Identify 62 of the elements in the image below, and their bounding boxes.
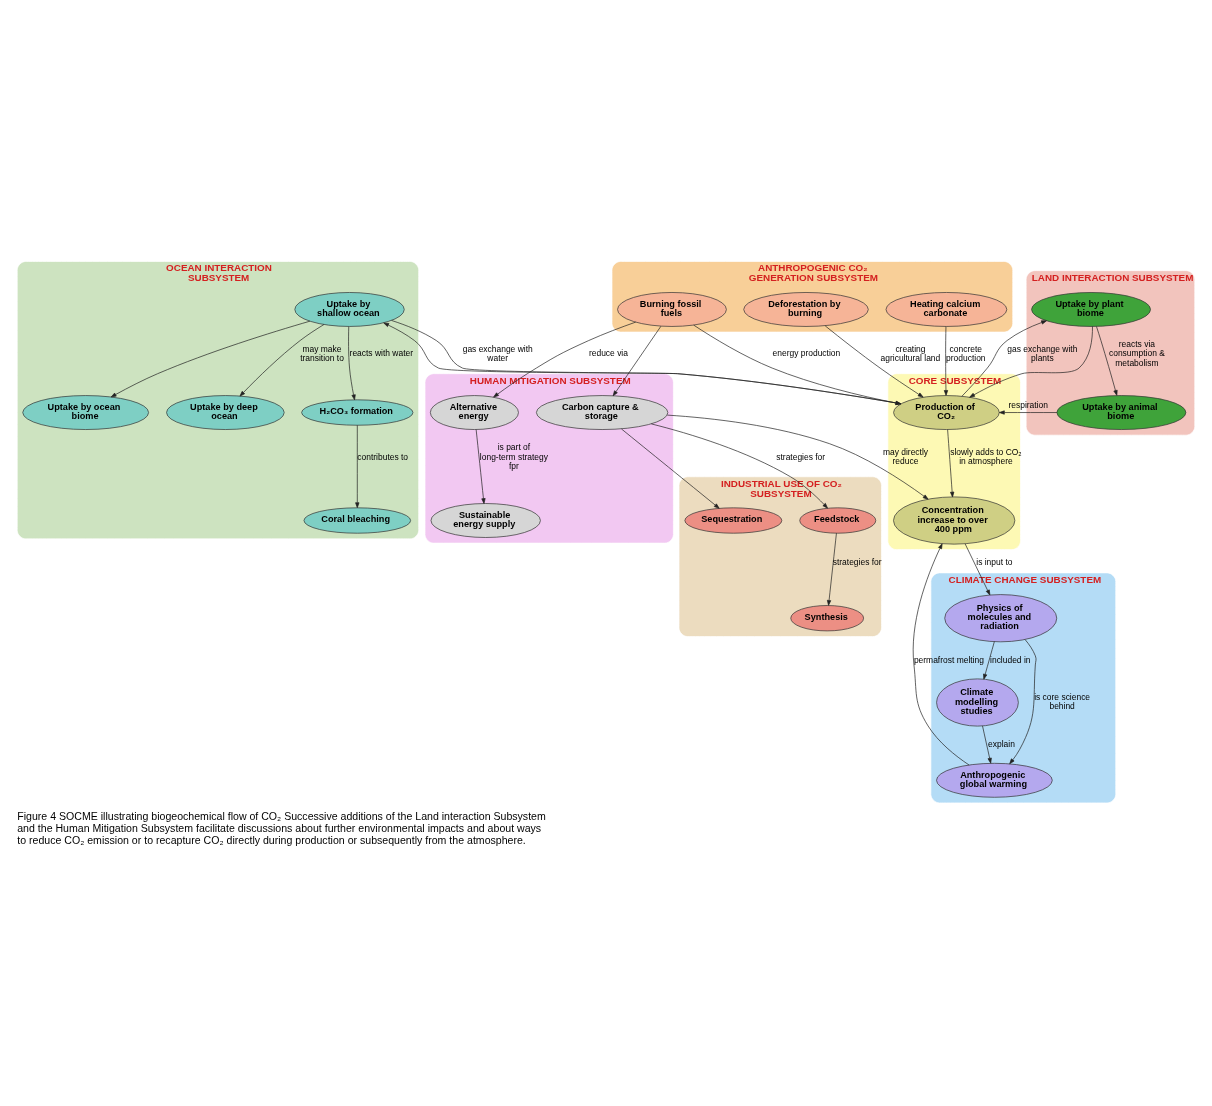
arrow (475, 429, 486, 504)
arrow (612, 325, 662, 397)
arrow (961, 320, 1047, 397)
arrow (239, 324, 325, 397)
arrow (621, 428, 720, 509)
caption: Figure 4 SOCME illustrating biogeochemical flow of CO₂ Successive additions of the Land interaction Subsystem and the Human Mitigation Subsystem facilitate discussions about further environmental impacts and about ways to reduce CO₂ emission or to recapture CO₂ directly during production or subsequently from the atmosphere. (17, 809, 546, 846)
arrow (912, 543, 970, 766)
node-ellipse: Climate modelling studies (936, 678, 1019, 727)
edge-label: creating agricultural land (880, 343, 941, 364)
edge-label: reacts via consumption & metabolism (1108, 339, 1165, 368)
edge-label: is input to (976, 556, 1013, 567)
arrow (348, 326, 356, 401)
node-ellipse: Anthropogenic global warming (936, 762, 1053, 798)
edge-label: is core science behind (1034, 692, 1091, 712)
arrow (947, 429, 955, 498)
edge-label: included in (990, 654, 1031, 665)
edge-label: energy production (772, 348, 841, 359)
edge-label: gas exchange with plants (1007, 343, 1078, 364)
arrow (650, 423, 828, 509)
edge-label: may directly reduce (882, 446, 929, 467)
arrow (1096, 326, 1118, 396)
node-ellipse: Synthesis (790, 605, 864, 632)
arrow (999, 410, 1058, 415)
arrow (982, 725, 992, 764)
edge-label: concrete production (946, 343, 986, 364)
edge-label: permafrost melting (913, 654, 984, 665)
node-ellipse: Carbon capture & storage (536, 395, 669, 430)
node-ellipse: Sustainable energy supply (430, 503, 541, 538)
edge-label: may make transition to (300, 343, 344, 364)
node-ellipse: Feedstock (799, 507, 877, 534)
edge-label: slowly adds to CO₂ in atmosphere (950, 446, 1022, 467)
edge-label: strategies for (776, 451, 826, 462)
edge-label: reacts with water (349, 348, 413, 359)
node-ellipse: Burning fossil fuels (617, 292, 727, 327)
node-ellipse: Heating calcium carbonate (885, 292, 1008, 327)
node-ellipse: H₂CO₃ formation (301, 399, 414, 426)
arrow (493, 321, 636, 398)
arrow (943, 326, 949, 396)
arrow (827, 532, 837, 606)
edge-label: explain (988, 738, 1015, 749)
arrow (355, 424, 360, 509)
arrow (667, 414, 929, 500)
arrow (983, 641, 995, 680)
edge-label: reduce via (588, 348, 628, 359)
node-ellipse: Deforestation by burning (743, 292, 869, 327)
node-ellipse: Physics of molecules and radiation (944, 594, 1058, 643)
edge-label: respiration (1008, 400, 1048, 411)
arrow (969, 326, 1093, 398)
edge-label: contributes to (357, 451, 409, 462)
arrow (1009, 639, 1037, 765)
edge-label: gas exchange with water (462, 343, 533, 364)
edge-label: is part of long-term strategy fpr (479, 442, 548, 471)
node-ellipse: Sequestration (684, 507, 783, 534)
node-ellipse: Uptake by deep ocean (166, 395, 285, 430)
arrow (110, 320, 311, 398)
edge-label: strategies for (832, 556, 882, 567)
node-ellipse: Uptake by animal biome (1056, 395, 1187, 430)
node-ellipse: Coral bleaching (303, 507, 411, 534)
arrow (824, 325, 924, 398)
arrow (964, 543, 991, 596)
node-ellipse: Uptake by ocean biome (22, 395, 149, 430)
node-ellipse: Alternative energy (430, 395, 519, 430)
